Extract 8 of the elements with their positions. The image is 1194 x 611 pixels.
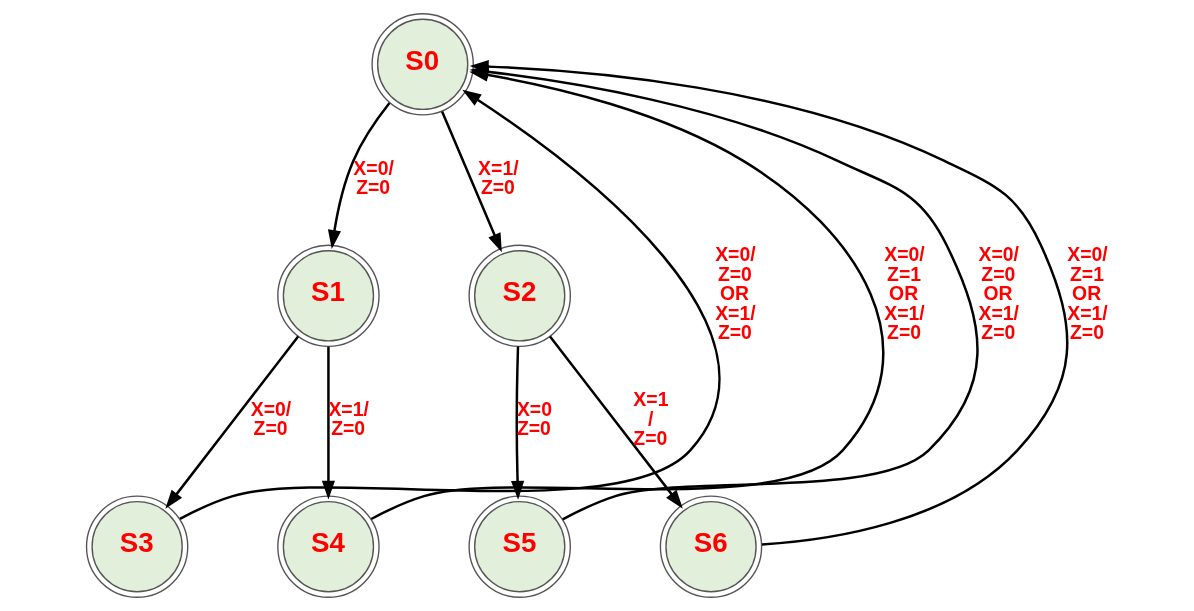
edge-label: X=1/ Z=0 (478, 156, 519, 199)
edge-label: X=0/ Z=0 OR X=1/ Z=0 (715, 243, 756, 344)
edge-label: X=0/ Z=0 OR X=1/ Z=0 (978, 243, 1019, 344)
edge-label: X=0/ Z=0 (353, 156, 394, 199)
edge-label: X=1 / Z=0 (633, 388, 669, 450)
edge-label: X=0/ Z=0 (250, 397, 292, 440)
edge-label: X=0/ Z=1 OR X=1/ Z=0 (1067, 243, 1108, 344)
edge-label: X=0/ Z=1 OR X=1/ Z=0 (884, 243, 925, 344)
